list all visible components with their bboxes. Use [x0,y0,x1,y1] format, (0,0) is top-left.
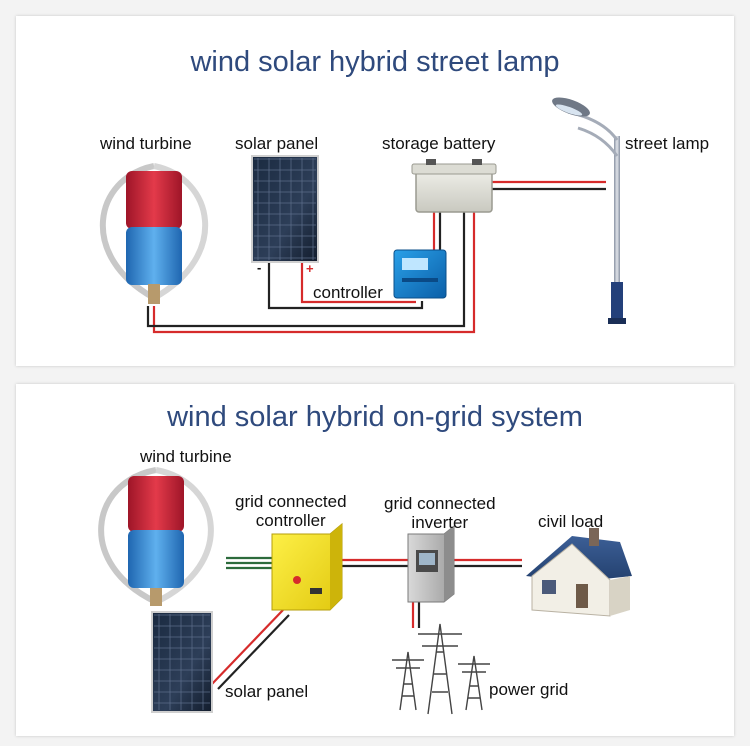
panel-plus-sign: + [306,261,314,276]
label-wind-turbine: wind turbine [100,134,192,153]
label-grid-controller-line2: controller [255,511,326,530]
wind-turbine-icon [100,163,208,304]
label-grid-controller-line1: grid connected [235,492,347,511]
power-grid-towers-icon [392,623,490,715]
street-lamp-icon [552,97,626,324]
civil-load-house-icon [526,528,632,617]
panel-minus-sign: - [257,260,261,275]
on-grid-diagram [98,467,632,715]
label-civil-load: civil load [538,512,604,531]
label-grid-inverter-line2: inverter [411,513,469,532]
wiring-top [146,180,606,334]
wiring-bottom [211,556,522,690]
label-grid-inverter-line1: grid connected [384,494,496,513]
label-street-lamp: street lamp [625,134,710,153]
grid-inverter-icon [407,524,455,603]
street-lamp-diagram: - + [100,97,626,334]
label-grid-controller: grid connected controller [235,492,347,530]
controller-icon [393,249,447,299]
street-lamp-diagram-panel: wind solar hybrid street lamp [16,16,734,366]
on-grid-diagram-panel: wind solar hybrid on-grid system [16,384,734,736]
label-wind-turbine-2: wind turbine [140,447,232,466]
label-solar-panel-2: solar panel [225,682,309,701]
label-solar-panel: solar panel [235,134,319,153]
label-storage-battery: storage battery [382,134,496,153]
diagram-title-street-lamp: wind solar hybrid street lamp [190,46,560,78]
storage-battery-icon [411,159,497,213]
label-controller: controller [313,283,383,302]
solar-panel-icon [251,155,319,263]
diagram-title-on-grid: wind solar hybrid on-grid system [167,401,583,433]
wind-turbine-icon [98,467,214,606]
label-grid-inverter: grid connected inverter [384,494,496,532]
solar-panel-icon [151,611,213,713]
label-power-grid: power grid [489,680,569,699]
grid-controller-icon [271,522,343,611]
